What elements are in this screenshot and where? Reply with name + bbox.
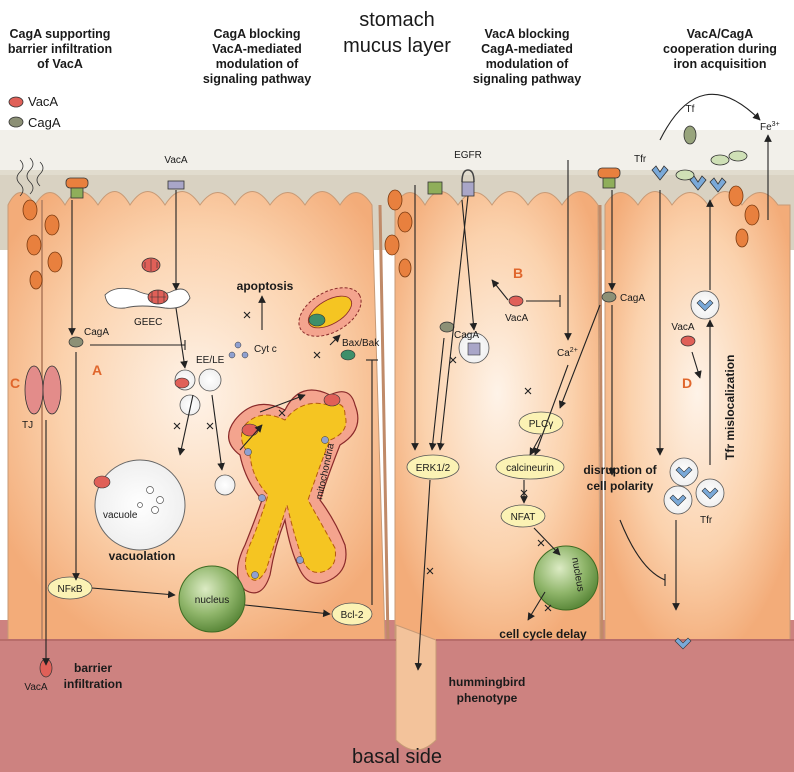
label-tfr-mis: Tfr mislocalization [723,355,737,460]
legend-vaca-icon [8,96,24,108]
label-hummingbird-1: hummingbird [449,675,526,689]
label-cytc: Cyt c [254,344,277,355]
label-hummingbird-2: phenotype [457,691,518,705]
label-disruption-1: disruption of [583,463,657,477]
label-nfkb: NFκB [58,584,83,595]
label-geec: GEEC [134,317,162,328]
vaca-cluster-right [728,185,760,248]
cell-3 [604,191,791,641]
vaca-cluster-mid [384,189,413,278]
label-vaca-top: VacA [164,155,187,166]
panel4-line3: iron acquisition [673,57,766,71]
mitochondria-network [228,389,359,594]
legend-caga: CagA [28,115,61,130]
label-barrier-1: barrier [74,661,112,675]
panel2-line3: modulation of [216,57,299,71]
label-tfr-top: Tfr [634,154,647,165]
panel3-line2: CagA-mediated [481,42,573,56]
cell-2 [394,191,601,641]
label-bcl2: Bcl-2 [341,610,364,621]
letter-d: D [682,375,692,391]
letter-a: A [92,362,102,378]
panel2-line2: VacA-mediated [212,42,302,56]
label-tf: Tf [686,104,695,115]
label-nucleus-1: nucleus [195,595,229,606]
label-caga-c: CagA [620,293,645,304]
panel2-line1: CagA blocking [213,27,300,41]
label-disruption-2: cell polarity [587,479,654,493]
panel1-line2: barrier infiltration [8,42,112,56]
vaca-oligomer-geec [147,289,169,305]
label-vaca-d: VacA [671,322,694,333]
panel1-line3: of VacA [37,57,83,71]
pathway-arrows [42,93,772,671]
label-caga-b: CagA [454,330,479,341]
label-vaca-b: VacA [505,313,528,324]
label-eele: EE/LE [196,355,225,366]
panel4-line2: cooperation during [663,42,777,56]
label-vacuole: vacuole [103,510,138,521]
legend-caga-icon [8,116,24,128]
label-fe: Fe3+ [760,121,780,133]
label-tfr-low: Tfr [700,515,713,526]
bacteria-cluster-left [16,157,44,197]
tight-junction [24,365,62,415]
label-caga-a: CagA [84,327,109,338]
nucleus-2 [533,545,599,611]
label-vacuolation: vacuolation [109,549,176,563]
geec-compartment [104,287,191,309]
label-tj: TJ [22,420,33,431]
label-vaca-bottom: VacA [24,682,47,693]
bottom-label: basal side [352,746,442,768]
label-baxbak: Bax/Bak [342,338,380,349]
panel2-line4: signaling pathway [203,72,311,86]
receptor-caga-1 [65,177,89,199]
vaca-oligomer-top [141,257,161,273]
block-marks [173,311,552,612]
panel3-line3: modulation of [486,57,569,71]
nucleus-1 [178,565,246,633]
label-calcineurin: calcineurin [506,463,554,474]
receptor-caga-3 [597,167,621,189]
legend-vaca: VacA [28,94,58,109]
label-erk: ERK1/2 [416,463,451,474]
letter-c: C [10,375,20,391]
label-nfat: NFAT [511,512,536,523]
receptor-vaca-top [167,180,185,190]
vaca-cluster-left [22,199,63,290]
tf-molecule [683,125,697,145]
panel3-line4: signaling pathway [473,72,581,86]
label-plc: PLCγ [529,419,553,430]
label-ca: Ca2+ [557,347,578,359]
text-layer: stomach mucus layer basal side CagA supp… [8,9,780,768]
receptor-egfr [461,169,475,197]
label-barrier-2: infiltration [64,677,123,691]
label-apoptosis: apoptosis [237,279,294,293]
letter-b: B [513,265,523,281]
hummingbird-elongation [395,624,437,751]
panel3-line1: VacA blocking [485,27,570,41]
top-label: stomach [359,9,435,31]
receptor-tfr-1 [651,165,669,181]
label-cellcycle: cell cycle delay [499,627,587,641]
label-egfr: EGFR [454,150,482,161]
top-label-2: mucus layer [343,35,451,57]
mitochondrion-small [298,287,362,337]
panel4-line1: VacA/CagA [687,27,754,41]
receptor-caga-2 [427,181,443,195]
panel1-line1: CagA supporting [10,27,111,41]
